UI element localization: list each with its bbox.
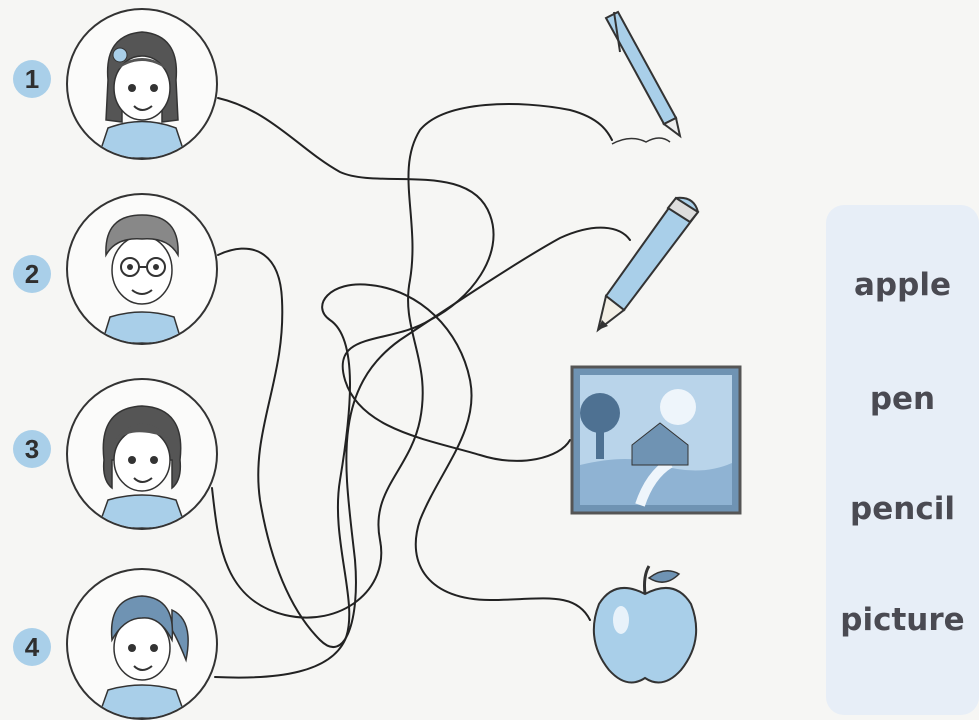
- pencil-icon: [590, 192, 705, 337]
- maze-path-1: [218, 98, 570, 461]
- maze-path-2: [218, 228, 630, 647]
- child-portrait-1: [66, 8, 218, 160]
- pencil-object: [590, 192, 705, 337]
- pen-icon: [590, 8, 690, 153]
- picture-icon: [570, 365, 742, 515]
- word-box: apple pen pencil picture: [826, 205, 979, 715]
- pen-object: [590, 8, 690, 153]
- picture-object: [570, 365, 742, 515]
- maze-path-3: [212, 104, 612, 618]
- number-badge-2: 2: [13, 255, 51, 293]
- apple-object: [585, 560, 705, 690]
- number-badge-1: 1: [13, 60, 51, 98]
- apple-icon: [585, 560, 705, 690]
- number-badge-3: 3: [13, 430, 51, 468]
- number-badge-4: 4: [13, 628, 51, 666]
- word-pen: pen: [826, 381, 979, 417]
- maze-path-4: [215, 284, 590, 677]
- girl-with-flower-icon: [68, 10, 216, 158]
- word-pencil: pencil: [826, 491, 979, 527]
- girl-ponytail-icon: [68, 570, 216, 718]
- child-portrait-4: [66, 568, 218, 720]
- child-portrait-3: [66, 378, 218, 530]
- word-picture: picture: [826, 602, 979, 638]
- word-apple: apple: [826, 267, 979, 303]
- girl-short-hair-icon: [68, 380, 216, 528]
- boy-with-glasses-icon: [68, 195, 216, 343]
- child-portrait-2: [66, 193, 218, 345]
